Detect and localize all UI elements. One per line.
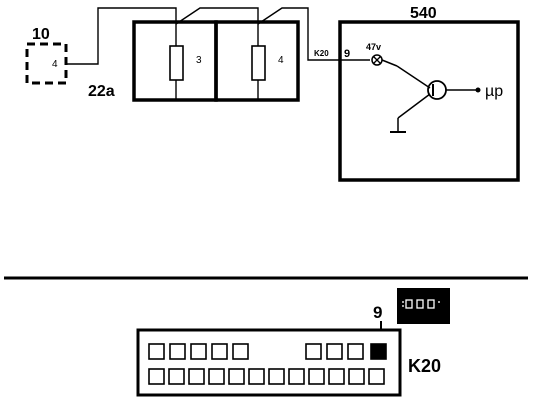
connector-pin	[169, 343, 186, 360]
connector-pin	[211, 343, 228, 360]
connector-pin-row-top	[148, 343, 387, 360]
output-terminal-icon	[475, 87, 481, 93]
fuse-box-label: 22a	[88, 83, 115, 100]
connector-pin	[232, 343, 249, 360]
component-10-label: 10	[32, 26, 50, 43]
connector-pin	[268, 368, 285, 385]
fuse-right-icon	[251, 45, 266, 81]
wire-10-to-fuse	[66, 7, 177, 65]
connector-pin	[148, 343, 165, 360]
wire-fuse-to-540	[257, 7, 370, 61]
connector-pin	[208, 368, 225, 385]
lamp-icon	[371, 54, 383, 66]
connector-pin	[188, 368, 205, 385]
connector-pin	[326, 343, 343, 360]
connector-pin	[288, 368, 305, 385]
fuse-box-22a: 3 4 22a	[88, 20, 300, 102]
fuse-left-label: 3	[196, 55, 202, 66]
component-10-box	[25, 42, 68, 85]
connector-name-label: K20	[408, 356, 441, 376]
connector-pin	[347, 343, 364, 360]
connector-pin	[228, 368, 245, 385]
fuse-left-icon	[169, 45, 184, 81]
connector-pin	[190, 343, 207, 360]
module-540: 540 K20 9 47v µp	[314, 5, 520, 182]
connector-pin	[348, 368, 365, 385]
connector-pin	[305, 343, 322, 360]
output-label: µp	[485, 83, 503, 100]
lamp-voltage-label: 47v	[366, 42, 381, 52]
transistor-icon	[381, 59, 476, 133]
connector-icon	[402, 299, 440, 309]
connector-pin-highlighted	[370, 343, 387, 360]
connector-pin	[148, 368, 165, 385]
wire-fuse-link	[175, 7, 259, 46]
fuse-right-label: 4	[278, 55, 284, 66]
component-10: 10 4	[25, 26, 68, 85]
connector-pin	[308, 368, 325, 385]
connector-body	[136, 328, 402, 397]
connector-pin	[328, 368, 345, 385]
connector-pin	[368, 368, 385, 385]
module-540-connector-tag: K20	[314, 49, 329, 58]
module-540-box	[338, 20, 520, 182]
module-540-pin: 9	[344, 48, 350, 60]
connector-pin	[168, 368, 185, 385]
connector-highlight-pin-label: 9	[373, 303, 382, 322]
connector-pin	[248, 368, 265, 385]
connector-k20: 9 K20	[136, 288, 450, 397]
fuse-box-right-cell	[214, 20, 300, 102]
component-10-pin: 4	[52, 59, 58, 70]
module-540-label: 540	[410, 5, 437, 22]
connector-pin-row-bottom	[148, 368, 385, 385]
